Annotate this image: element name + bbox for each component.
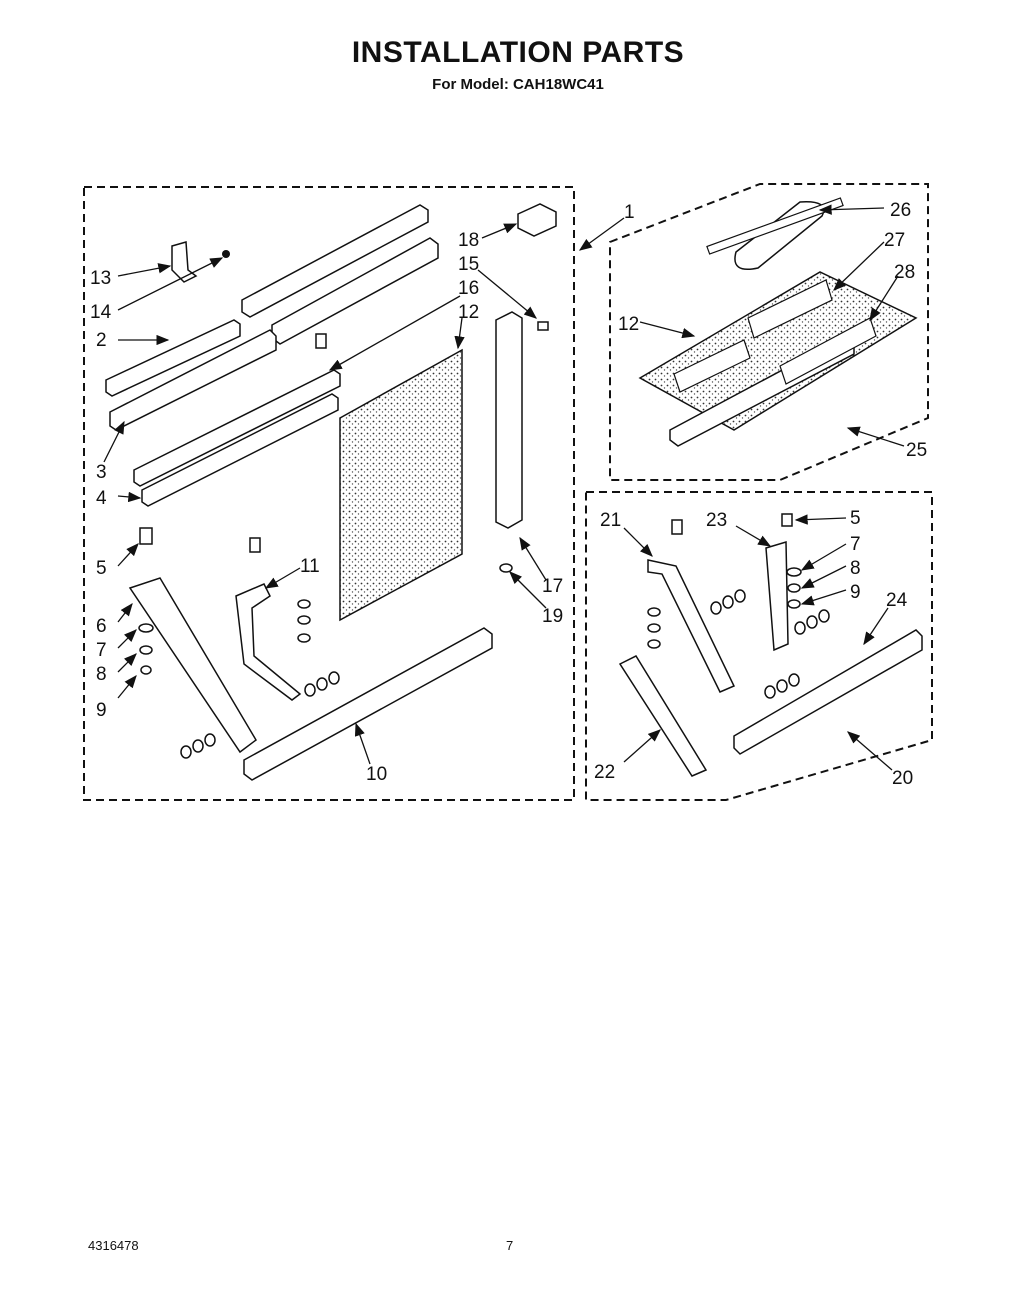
leader-lines bbox=[103, 204, 905, 771]
callouts-bracket-kit: 21 23 5 7 8 9 24 22 20 bbox=[594, 508, 913, 789]
callout: 1 bbox=[624, 202, 635, 223]
callout: 24 bbox=[886, 590, 908, 611]
bracket-kit-frame bbox=[585, 491, 933, 801]
foam-kit-frame bbox=[609, 183, 929, 481]
top-rail bbox=[241, 204, 439, 345]
callout: 9 bbox=[96, 700, 107, 721]
sill-10 bbox=[243, 627, 493, 781]
foam-panel-12-kit bbox=[638, 271, 918, 431]
foam-block-18 bbox=[517, 203, 557, 237]
foam-strip-28 bbox=[779, 317, 877, 385]
model-subtitle: For Model: CAH18WC41 bbox=[432, 76, 604, 93]
strip-26 bbox=[706, 197, 844, 255]
callouts-foam-kit: 26 27 28 12 25 bbox=[618, 200, 927, 461]
hardware-kit bbox=[647, 513, 830, 699]
foam-panel-12 bbox=[339, 348, 463, 622]
callout: 19 bbox=[542, 606, 563, 627]
callout: 12 bbox=[618, 314, 639, 335]
callout: 3 bbox=[96, 462, 107, 483]
foam-strip-27 bbox=[747, 279, 833, 339]
callout: 2 bbox=[96, 330, 107, 351]
callout: 8 bbox=[96, 664, 107, 685]
callout: 4 bbox=[96, 488, 107, 509]
page-number: 7 bbox=[506, 1238, 514, 1253]
hardware bbox=[138, 321, 549, 759]
bracket-11 bbox=[235, 583, 302, 701]
callout: 18 bbox=[458, 230, 479, 251]
main-kit-frame bbox=[83, 186, 575, 801]
bracket-21 bbox=[647, 559, 736, 693]
callout: 22 bbox=[594, 762, 615, 783]
callout: 6 bbox=[96, 616, 107, 637]
callout: 27 bbox=[884, 230, 905, 251]
callout: 5 bbox=[850, 508, 861, 529]
document-number: 4316478 bbox=[88, 1238, 139, 1253]
callout: 21 bbox=[600, 510, 621, 531]
callout: 10 bbox=[366, 764, 387, 785]
sill-20 bbox=[733, 629, 923, 755]
foam-strip-a bbox=[673, 339, 751, 393]
bracket-13 bbox=[171, 241, 198, 283]
rail-2 bbox=[105, 319, 277, 431]
callout: 25 bbox=[906, 440, 927, 461]
callout: 9 bbox=[850, 582, 861, 603]
callout: 23 bbox=[706, 510, 727, 531]
callout: 17 bbox=[542, 576, 563, 597]
page-title: INSTALLATION PARTS bbox=[351, 36, 685, 69]
support-arm-6 bbox=[128, 577, 257, 754]
callout: 16 bbox=[458, 278, 479, 299]
callouts-main: 13 14 2 3 4 5 6 7 8 9 11 10 18 15 16 12 … bbox=[90, 202, 635, 785]
callout: 13 bbox=[90, 268, 111, 289]
callout: 14 bbox=[90, 302, 112, 323]
callout: 8 bbox=[850, 558, 861, 579]
callout: 11 bbox=[300, 556, 320, 577]
callout: 5 bbox=[96, 558, 107, 579]
callout: 20 bbox=[892, 768, 913, 789]
callout: 7 bbox=[96, 640, 107, 661]
side-post-17 bbox=[495, 311, 523, 529]
callout: 15 bbox=[458, 254, 479, 275]
callout: 28 bbox=[894, 262, 915, 283]
bracket-23 bbox=[765, 540, 789, 652]
callout: 7 bbox=[850, 534, 861, 555]
bracket-22 bbox=[618, 655, 708, 777]
screw-14 bbox=[222, 250, 230, 258]
callout: 26 bbox=[890, 200, 911, 221]
callout: 12 bbox=[458, 302, 479, 323]
